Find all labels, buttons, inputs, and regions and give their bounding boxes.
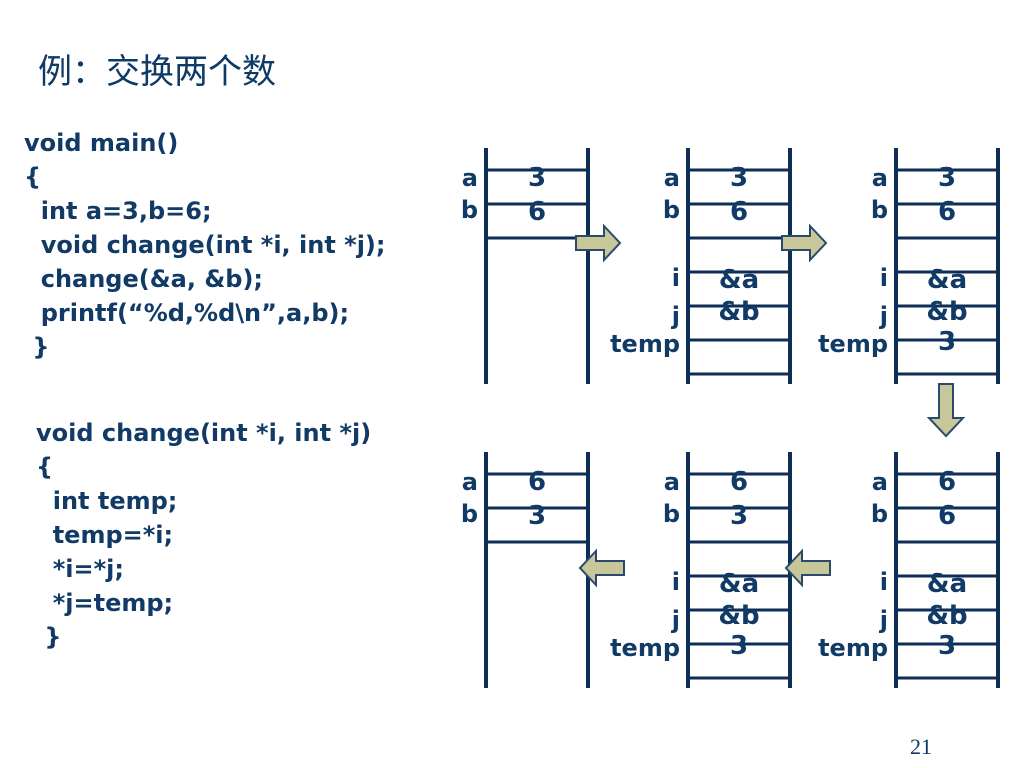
stack-value: &b — [718, 601, 759, 631]
stack-label-a: a — [872, 468, 888, 496]
stack-label-b: b — [871, 500, 888, 528]
stack-label-b: b — [663, 196, 680, 224]
arrow-left-icon — [784, 548, 831, 588]
code-line: *j=temp; — [36, 589, 174, 617]
stack-value: &b — [926, 601, 967, 631]
stack-label-a: a — [872, 164, 888, 192]
code-line: { — [24, 163, 42, 191]
stack-value: &b — [926, 297, 967, 327]
stack-value: 3 — [938, 327, 956, 357]
stack-value: 6 — [528, 197, 546, 227]
stack-label-j: j — [879, 606, 888, 634]
stack-label-i: i — [672, 568, 680, 596]
stack-value: 3 — [938, 163, 956, 193]
stack-label-a: a — [664, 164, 680, 192]
stack-value: 3 — [730, 501, 748, 531]
stack-label-b: b — [461, 196, 478, 224]
stack-label-a: a — [664, 468, 680, 496]
stack-value: &b — [718, 297, 759, 327]
stack-label-b: b — [871, 196, 888, 224]
stack-value: &a — [719, 569, 759, 599]
code-line: printf(“%d,%d\n”,a,b); — [24, 299, 350, 327]
stack-label-temp: temp — [610, 634, 680, 662]
arrow-right-icon — [575, 223, 622, 263]
stack-value: 6 — [938, 197, 956, 227]
code-line: } — [36, 623, 62, 651]
stack-label-temp: temp — [818, 330, 888, 358]
stack-value: 6 — [730, 467, 748, 497]
stack-label-j: j — [671, 302, 680, 330]
code-line: int temp; — [36, 487, 178, 515]
stack-label-a: a — [462, 164, 478, 192]
code-line: change(&a, &b); — [24, 265, 264, 293]
stack-label-i: i — [880, 568, 888, 596]
stack-label-j: j — [879, 302, 888, 330]
stack-label-temp: temp — [818, 634, 888, 662]
code-line: *i=*j; — [36, 555, 124, 583]
code-line: void change(int *i, int *j); — [24, 231, 386, 259]
stack-value: &a — [927, 569, 967, 599]
stack-value: 3 — [528, 501, 546, 531]
stack-value: 3 — [938, 631, 956, 661]
code-line: void change(int *i, int *j) — [36, 419, 372, 447]
code-line: int a=3,b=6; — [24, 197, 212, 225]
stack-value: &a — [927, 265, 967, 295]
stack-label-i: i — [672, 264, 680, 292]
stack-value: 6 — [938, 501, 956, 531]
code-main-function: void main() { int a=3,b=6; void change(i… — [24, 126, 386, 364]
stack-value: 3 — [730, 631, 748, 661]
code-line: void main() — [24, 129, 179, 157]
stack-value: 6 — [528, 467, 546, 497]
stack-value: 3 — [528, 163, 546, 193]
code-change-function: void change(int *i, int *j) { int temp; … — [36, 416, 371, 654]
stack-value: 3 — [730, 163, 748, 193]
code-line: { — [36, 453, 54, 481]
slide-title: 例：交换两个数 — [38, 52, 276, 92]
stack-label-temp: temp — [610, 330, 680, 358]
stack-label-b: b — [663, 500, 680, 528]
stack-value: 6 — [730, 197, 748, 227]
page-number: 21 — [910, 734, 932, 759]
arrow-down-icon — [926, 383, 966, 438]
stack-label-b: b — [461, 500, 478, 528]
code-line: temp=*i; — [36, 521, 174, 549]
stack-label-i: i — [880, 264, 888, 292]
stack-value: &a — [719, 265, 759, 295]
stack-label-j: j — [671, 606, 680, 634]
code-line: } — [24, 333, 50, 361]
arrow-left-icon — [578, 548, 625, 588]
stack-label-a: a — [462, 468, 478, 496]
arrow-right-icon — [781, 223, 828, 263]
stack-value: 6 — [938, 467, 956, 497]
